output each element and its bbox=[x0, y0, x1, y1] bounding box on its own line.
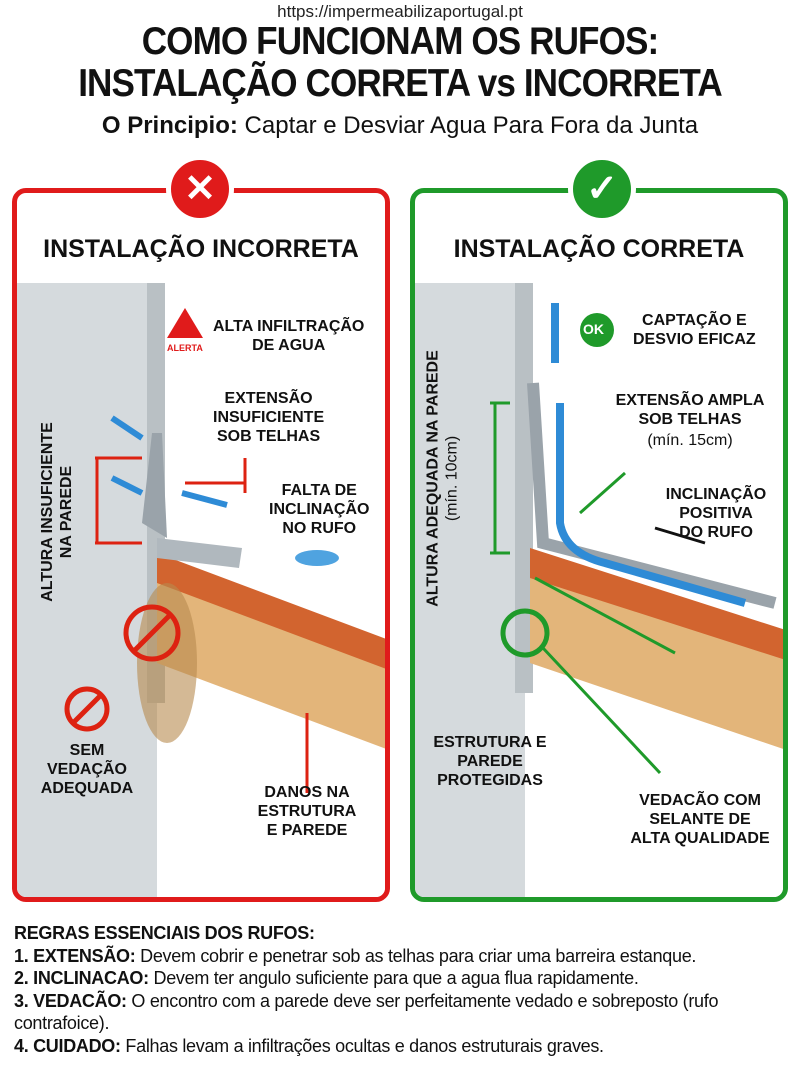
incorrect-heading: INSTALAÇÃO INCORRETA bbox=[43, 235, 359, 263]
label-protected: ESTRUTURA E PAREDE PROTEGIDAS bbox=[433, 734, 547, 789]
rule-label: 1. EXTENSÃO: bbox=[14, 945, 136, 966]
subtitle-bold: O Principio: bbox=[101, 112, 238, 139]
source-url: https://impermeabilizaportugal.pt bbox=[277, 2, 523, 21]
correct-heading: INSTALAÇÃO CORRETA bbox=[453, 235, 745, 263]
rule-item: 4. CUIDADO: Falhas levam a infiltrações … bbox=[14, 1035, 794, 1058]
rule-label: 4. CUIDADO: bbox=[14, 1035, 121, 1056]
label-capture: CAPTAÇÃO E DESVIO EFICAZ bbox=[633, 312, 756, 348]
rule-item: 1. EXTENSÃO: Devem cobrir e penetrar sob… bbox=[14, 945, 794, 968]
label-slope: FALTA DE INCLINAÇÃO NO RUFO bbox=[269, 482, 370, 537]
incorrect-illustration bbox=[17, 283, 385, 897]
label-extension: EXTENSÃO INSUFICIENTE SOB TELHAS bbox=[213, 390, 325, 445]
label-seal: SEM VEDAÇÃO ADEQUADA bbox=[40, 742, 134, 797]
rule-item: 2. INCLINACAO: Devem ter angulo suficien… bbox=[14, 967, 794, 990]
rule-label: 2. INCLINACAO: bbox=[14, 968, 149, 988]
ok-icon: OK bbox=[583, 321, 604, 337]
rule-text: O encontro com a parede deve ser perfeit… bbox=[14, 990, 719, 1034]
subtitle-text: Captar e Desviar Agua Para Fora da Junta bbox=[237, 112, 699, 139]
title-line-2: INSTALAÇÃO CORRETA vs INCORRETA bbox=[78, 62, 722, 105]
label-height: ALTURA ADEQUADA NA PAREDE bbox=[424, 350, 442, 607]
label-damage: DANOS NA ESTRUTURA E PAREDE bbox=[257, 784, 357, 839]
rule-text: Devem ter angulo suficiente para que a a… bbox=[148, 968, 639, 988]
label-seal: VEDACÃO COM SELANTE DE ALTA QUALIDADE bbox=[630, 792, 770, 847]
rules-title: REGRAS ESSENCIAIS DOS RUFOS: bbox=[14, 923, 315, 943]
rules-section: REGRAS ESSENCIAIS DOS RUFOS: 1. EXTENSÃO… bbox=[14, 922, 794, 1057]
rule-label: 3. VEDACÃO: bbox=[14, 990, 127, 1011]
rule-item: 3. VEDACÃO: O encontro com a parede deve… bbox=[14, 990, 794, 1035]
alert-label: ALERTA bbox=[167, 343, 203, 353]
correct-illustration bbox=[415, 283, 783, 897]
label-extension: EXTENSÃO AMPLA SOB TELHAS bbox=[615, 392, 765, 428]
correct-panel: INSTALAÇÃO CORRETA OK CAPTAÇÃO E DESVIO … bbox=[410, 188, 788, 902]
label-infiltration: ALTA INFILTRAÇÃO DE AGUA bbox=[213, 318, 365, 354]
label-height: ALTURA INSUFICIENTE NA PAREDE bbox=[39, 422, 75, 602]
rule-text: Falhas levam a infiltrações ocultas e da… bbox=[120, 1035, 604, 1056]
subtitle: O Principio: Captar e Desviar Agua Para … bbox=[0, 112, 800, 140]
rule-text: Devem cobrir e penetrar sob as telhas pa… bbox=[135, 945, 697, 966]
incorrect-panel: INSTALAÇÃO INCORRETA ALERTA ALTA INFILTR… bbox=[12, 188, 390, 902]
check-icon: ✓ bbox=[568, 155, 636, 223]
label-height-note: (mín. 10cm) bbox=[443, 435, 461, 522]
x-icon: ✕ bbox=[166, 155, 234, 223]
label-slope: INCLINAÇÃO POSITIVA DO RUFO bbox=[665, 486, 767, 541]
title-line-1: COMO FUNCIONAM OS RUFOS: bbox=[141, 20, 659, 63]
label-extension-note: (mín. 15cm) bbox=[647, 432, 733, 449]
